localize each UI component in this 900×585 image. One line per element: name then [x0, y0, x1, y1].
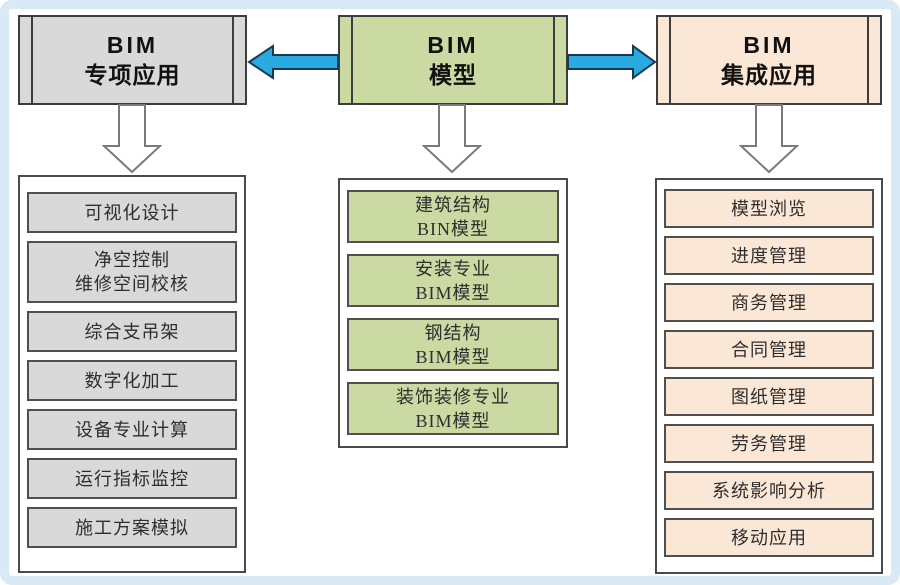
list-item-line: 维修空间校核 — [75, 274, 189, 294]
header-bim-model: BIM 模型 — [338, 15, 568, 105]
header-bim-integrated-applications: BIM 集成应用 — [656, 15, 882, 105]
list-item-line: 合同管理 — [731, 339, 807, 360]
list-item: 数字化加工 — [27, 360, 237, 401]
inner-rule — [669, 17, 671, 103]
list-item: 移动应用 — [664, 518, 874, 557]
list-item: 建筑结构 BIN模型 — [347, 190, 559, 243]
list-item-line: BIN模型 — [417, 218, 489, 239]
down-arrow-icon — [739, 104, 799, 174]
inner-rule — [31, 17, 33, 103]
list-item-line: BIM模型 — [415, 282, 491, 303]
down-arrow-icon — [102, 104, 162, 174]
list-item: 商务管理 — [664, 283, 874, 322]
list-item: 进度管理 — [664, 236, 874, 275]
blue-arrow-right-icon — [567, 42, 657, 82]
list-item-line: 净空控制 — [94, 250, 170, 270]
list-item: 安装专业 BIM模型 — [347, 254, 559, 307]
down-arrow-icon — [422, 104, 482, 174]
list-item-line: 数字化加工 — [84, 370, 180, 391]
list-item: 劳务管理 — [664, 424, 874, 463]
list-item: 综合支吊架 — [27, 311, 237, 352]
list-item: 模型浏览 — [664, 189, 874, 228]
inner-rule — [867, 17, 869, 103]
list-item-line: 模型浏览 — [731, 198, 807, 219]
list-item-line: 综合支吊架 — [84, 321, 180, 342]
inner-rule — [232, 17, 234, 103]
list-item: 净空控制 维修空间校核 — [27, 241, 237, 303]
list-item-line: 进度管理 — [731, 245, 807, 266]
list-item: 运行指标监控 — [27, 458, 237, 499]
list-item: 合同管理 — [664, 330, 874, 369]
list-item: 可视化设计 — [27, 192, 237, 233]
header-bim-special-applications: BIM 专项应用 — [18, 15, 247, 105]
list-item: 钢结构 BIM模型 — [347, 318, 559, 371]
list-item: 系统影响分析 — [664, 471, 874, 510]
list-item-line: 施工方案模拟 — [75, 517, 189, 538]
list-item-line: 运行指标监控 — [75, 468, 189, 489]
list-item: 图纸管理 — [664, 377, 874, 416]
list-item: 装饰装修专业 BIM模型 — [347, 382, 559, 435]
list-item-line: 系统影响分析 — [712, 480, 826, 501]
list-item-line: 可视化设计 — [84, 202, 180, 223]
panel-special-applications: 可视化设计 净空控制 维修空间校核 综合支吊架 数字化加工 设备专业计算 运行指… — [18, 175, 246, 573]
header-line: BIM — [427, 32, 479, 58]
list-item: 施工方案模拟 — [27, 507, 237, 548]
list-item-line: 装饰装修专业 — [396, 386, 510, 407]
inner-rule — [351, 17, 353, 103]
list-item-line: 移动应用 — [731, 527, 807, 548]
header-line: 模型 — [429, 62, 477, 88]
header-line: 集成应用 — [721, 62, 817, 88]
list-item-line: BIM模型 — [415, 346, 491, 367]
list-item: 设备专业计算 — [27, 409, 237, 450]
header-line: 专项应用 — [84, 62, 181, 88]
list-item-line: 钢结构 — [424, 322, 482, 343]
list-item-line: 图纸管理 — [731, 386, 807, 407]
list-item-line: 劳务管理 — [731, 433, 807, 454]
list-item-line: 安装专业 — [415, 258, 491, 279]
list-item-line: 设备专业计算 — [75, 419, 189, 440]
panel-integrated-applications: 模型浏览 进度管理 商务管理 合同管理 图纸管理 劳务管理 系统影响分析 移动应… — [655, 178, 883, 574]
blue-arrow-left-icon — [246, 42, 339, 82]
header-line: BIM — [106, 32, 159, 58]
header-line: BIM — [743, 32, 795, 58]
panel-bim-models: 建筑结构 BIN模型 安装专业 BIM模型 钢结构 BIM模型 装饰装修专业 B… — [338, 178, 568, 448]
list-item-line: BIM模型 — [415, 410, 491, 431]
list-item-line: 建筑结构 — [415, 194, 491, 215]
list-item-line: 商务管理 — [731, 292, 807, 313]
inner-rule — [553, 17, 555, 103]
